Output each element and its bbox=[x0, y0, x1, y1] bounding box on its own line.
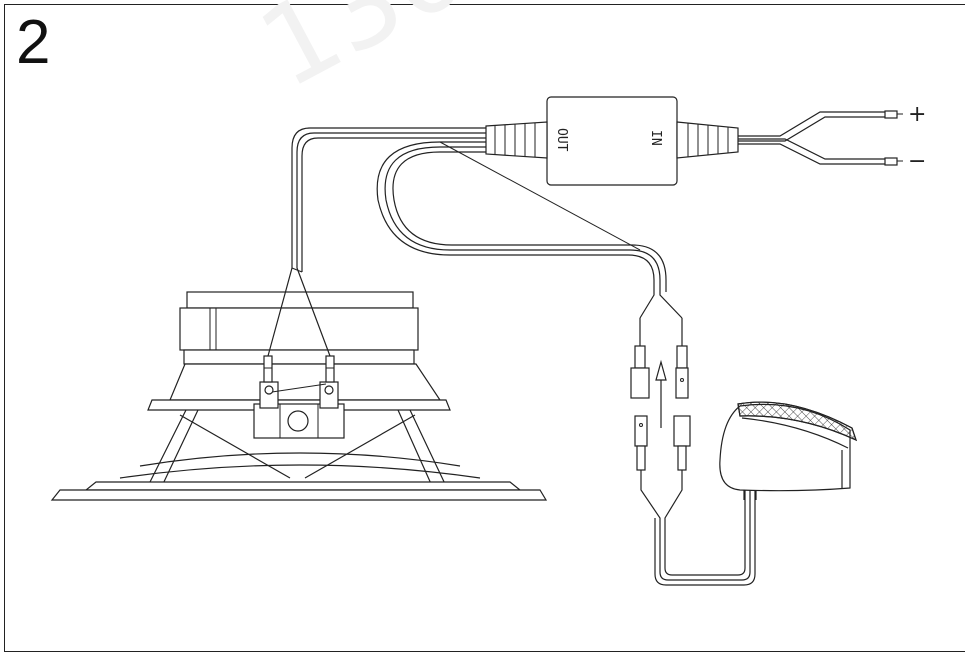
tweeter bbox=[719, 401, 858, 500]
female-connector-lower bbox=[673, 415, 691, 447]
terminal-block bbox=[253, 403, 345, 439]
woofer-speaker bbox=[50, 291, 548, 501]
out-label: OUT bbox=[554, 128, 569, 152]
woofer-cable bbox=[267, 127, 486, 357]
step-number: 2 bbox=[16, 8, 51, 77]
out-strain-relief bbox=[485, 121, 548, 159]
tweeter-cable bbox=[376, 141, 683, 346]
crossover-box: OUT IN bbox=[485, 96, 739, 186]
positive-label: + bbox=[908, 102, 926, 127]
negative-label: − bbox=[908, 149, 926, 174]
magnet-bottom-plate bbox=[183, 349, 415, 365]
magnet-top-plate bbox=[186, 291, 414, 309]
upper-connectors bbox=[630, 345, 689, 399]
male-connector-lower bbox=[634, 415, 648, 447]
lower-connectors bbox=[634, 415, 691, 471]
frame-rim bbox=[84, 481, 522, 491]
in-label: IN bbox=[648, 130, 663, 146]
connect-arrow-icon bbox=[655, 359, 667, 428]
basket-upper bbox=[169, 363, 442, 401]
diagram-frame bbox=[4, 4, 965, 652]
magnet-ring bbox=[179, 307, 419, 351]
input-cable bbox=[738, 110, 903, 166]
male-connector-upper bbox=[675, 367, 689, 399]
frame-base bbox=[50, 489, 548, 501]
female-connector-upper bbox=[630, 367, 650, 399]
tweeter-lead bbox=[640, 470, 756, 586]
